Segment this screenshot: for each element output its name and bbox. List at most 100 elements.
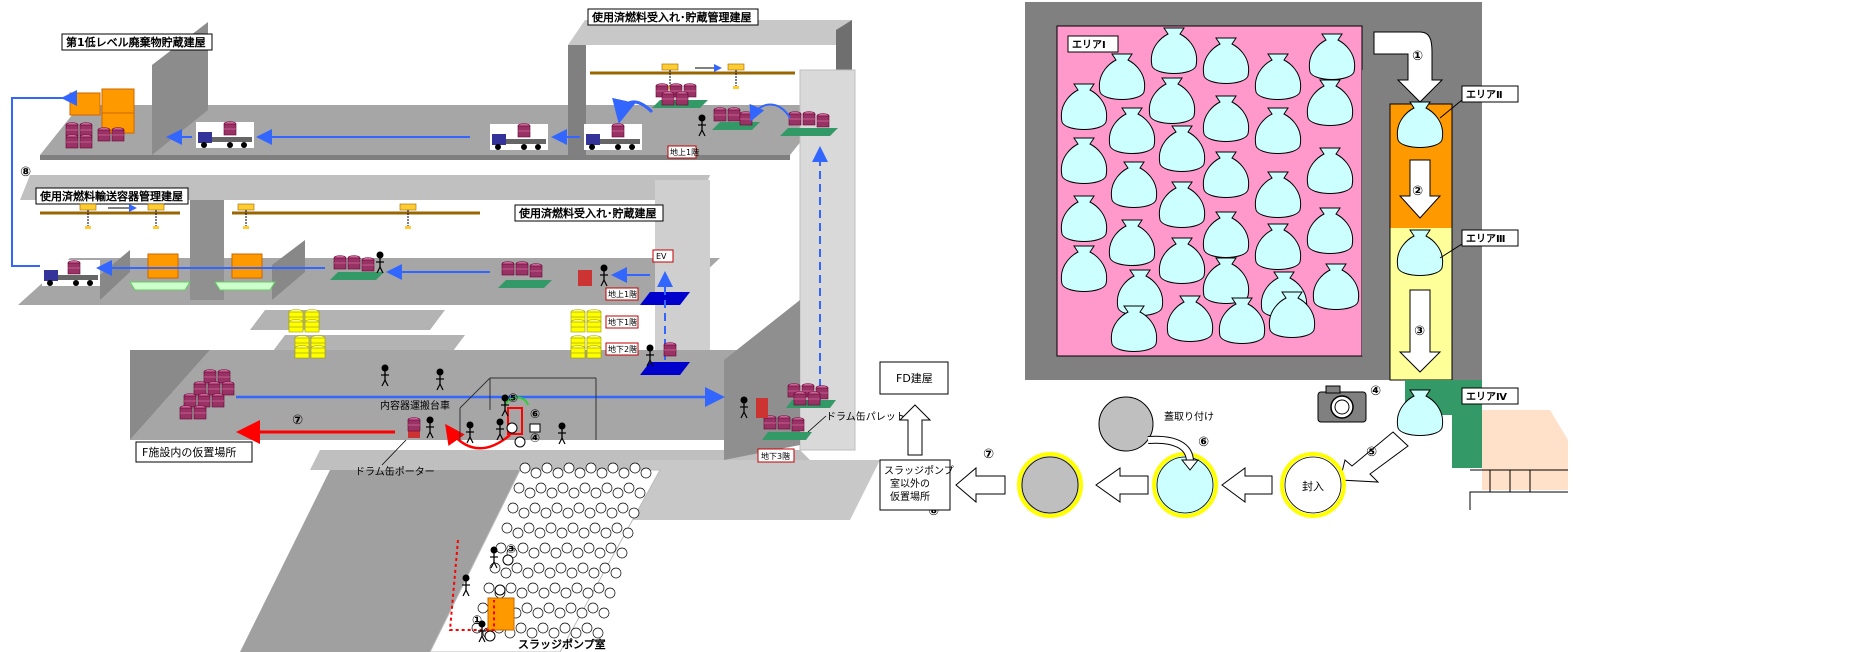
step-4: ④ [530, 431, 540, 445]
sludge-container-icon [535, 528, 545, 538]
sludge-container-icon [602, 483, 612, 493]
sludge-container-icon [557, 528, 567, 538]
sludge-container-icon [585, 508, 595, 518]
label-sludge-pump-room: スラッジポンプ室 [518, 637, 606, 651]
sludge-container-icon [613, 488, 623, 498]
sludge-container-icon [523, 568, 533, 578]
label-area-3: エリアⅢ [1466, 233, 1505, 245]
sludge-container-icon [590, 523, 600, 533]
sludge-container-icon [484, 583, 494, 593]
sludge-container-icon [563, 508, 573, 518]
step-8: ⑧ [20, 165, 31, 180]
label-lid-attach: 蓋取り付け [1164, 410, 1214, 423]
label-temp-storage: F施設内の仮置場所 [142, 445, 236, 459]
sludge-container-icon [545, 568, 555, 578]
label-receiving-storage-top: 使用済燃料受入れ･貯蔵管理建屋 [591, 10, 752, 24]
tag-basement-2: 地下2階 [608, 344, 637, 354]
sludge-container-icon [538, 623, 548, 633]
sludge-container-icon [611, 568, 621, 578]
sludge-container-icon [594, 583, 604, 593]
sludge-container-icon [575, 468, 585, 478]
sludge-container-icon [623, 528, 633, 538]
r-step-3: ③ [1414, 324, 1425, 339]
sludge-container-icon [580, 483, 590, 493]
step-6: ⑥ [530, 407, 540, 421]
sludge-container-icon [618, 503, 628, 513]
r-step-1: ① [1412, 49, 1423, 64]
sludge-container-icon [560, 623, 570, 633]
sludge-container-icon [519, 508, 529, 518]
sludge-container-icon [516, 623, 526, 633]
sludge-container-icon [582, 623, 592, 633]
label-receiving-storage-mid: 使用済燃料受入れ･貯蔵建屋 [518, 206, 657, 220]
label-drum-porter: ドラム缶ポーター [355, 465, 435, 478]
crane-icon [148, 204, 164, 229]
sludge-container-icon [567, 568, 577, 578]
sludge-container-icon [617, 548, 627, 558]
sludge-container-icon [550, 583, 560, 593]
sludge-container-icon [606, 543, 616, 553]
sludge-container-icon [541, 508, 551, 518]
sludge-container-icon [586, 463, 596, 473]
lid-circle [1099, 397, 1153, 451]
sludge-container-icon [512, 563, 522, 573]
label-fd-building: FD建屋 [896, 371, 933, 385]
sludge-container-icon [547, 488, 557, 498]
sludge-container-icon [607, 508, 617, 518]
sludge-container-icon [597, 468, 607, 478]
sludge-container-icon [522, 603, 532, 613]
sludge-container-icon [589, 568, 599, 578]
sludge-container-icon [591, 488, 601, 498]
sludge-container-icon [564, 463, 574, 473]
sludge-container-icon [596, 503, 606, 513]
label-area-1: エリアⅠ [1072, 39, 1106, 51]
sludge-container-icon [599, 608, 609, 618]
sludge-container-icon [520, 463, 530, 473]
sludge-container-icon [641, 468, 651, 478]
sludge-container-icon [518, 543, 528, 553]
sludge-container-icon [517, 588, 527, 598]
label-inner-container-cart: 内容器運搬台車 [380, 399, 450, 412]
sludge-container-icon [635, 488, 645, 498]
sludge-container-icon [530, 503, 540, 513]
sludge-container-icon [506, 583, 516, 593]
sludge-container-icon [524, 523, 534, 533]
label-area-2: エリアⅡ [1466, 89, 1503, 101]
sludge-container-icon [531, 468, 541, 478]
sludge-container-icon [624, 483, 634, 493]
sludge-container-icon [558, 483, 568, 493]
sludge-container-icon [513, 528, 523, 538]
sludge-container-icon [584, 543, 594, 553]
facility-3d-diagram: 第1低レベル廃棄物貯蔵建屋 使用済燃料受入れ･貯蔵管理建屋 使用済燃料輸送容器管… [12, 9, 948, 652]
sludge-container-icon [525, 488, 535, 498]
sludge-container-icon [577, 608, 587, 618]
sludge-container-icon [553, 468, 563, 478]
sludge-container-icon [478, 603, 488, 613]
sludge-container-icon [573, 548, 583, 558]
worker-icon [558, 423, 566, 445]
sludge-container-icon [630, 463, 640, 473]
sludge-container-icon [574, 503, 584, 513]
label-cask-management: 使用済燃料輸送容器管理建屋 [39, 189, 183, 203]
sludge-container-icon [605, 588, 615, 598]
step-7: ⑦ [292, 413, 303, 428]
sludge-container-icon [508, 503, 518, 513]
sludge-container-icon [601, 528, 611, 538]
sludge-container-icon [529, 548, 539, 558]
r-step-6: ⑥ [1198, 435, 1209, 450]
crane-icon [728, 64, 744, 89]
sludge-container-icon [514, 483, 524, 493]
sludge-container-icon [571, 628, 581, 638]
sludge-container-icon [551, 548, 561, 558]
r-step-4: ④ [1370, 384, 1381, 399]
sludge-container-icon [588, 603, 598, 613]
label-temp-storage-3: 仮置場所 [890, 490, 930, 503]
sludge-container-icon [533, 608, 543, 618]
sludge-container-icon [536, 483, 546, 493]
r-step-7: ⑦ [983, 447, 994, 462]
sludge-container-icon [579, 528, 589, 538]
sludge-container-icon [568, 523, 578, 533]
sludge-room-plan: エリアⅠ エリアⅡ エリアⅢ エリアⅣ ① ② ③ ④ ⑤ ⑥ ⑦ 封入 [880, 2, 1568, 516]
sludge-container-icon [496, 543, 506, 553]
